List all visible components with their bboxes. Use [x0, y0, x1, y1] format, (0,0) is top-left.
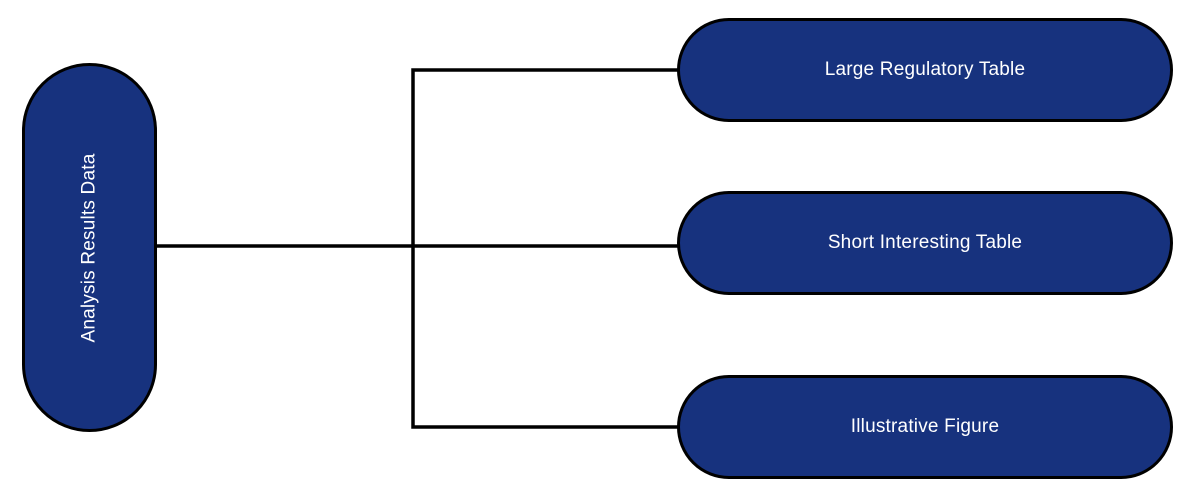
node-large-regulatory-table: Large Regulatory Table: [677, 18, 1173, 122]
node-label: Illustrative Figure: [850, 416, 1000, 437]
node-analysis-results-data: Analysis Results Data: [22, 63, 157, 432]
node-label: Large Regulatory Table: [824, 59, 1026, 80]
node-label: Short Interesting Table: [827, 232, 1023, 253]
node-label: Analysis Results Data: [78, 153, 100, 342]
node-illustrative-figure: Illustrative Figure: [677, 375, 1173, 479]
connector-bracket: [411, 68, 678, 429]
node-short-interesting-table: Short Interesting Table: [677, 191, 1173, 295]
